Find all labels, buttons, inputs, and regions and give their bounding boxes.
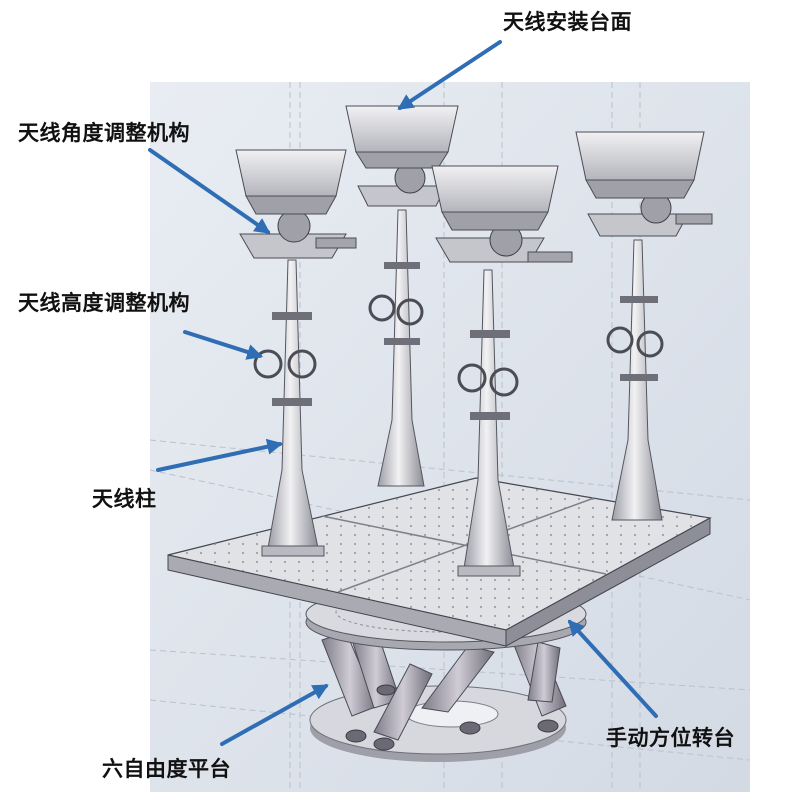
label-antenna-height-adjust: 天线高度调整机构: [18, 291, 190, 315]
antenna-unit-4: [575, 131, 713, 521]
label-antenna-angle-adjust: 天线角度调整机构: [18, 121, 190, 145]
six-dof-platform: [309, 631, 567, 762]
label-antenna-column: 天线柱: [92, 487, 157, 511]
arrow-hexapod: [220, 684, 329, 746]
antenna-unit-3: [431, 165, 573, 577]
arrow-turntable: [567, 619, 658, 718]
label-antenna-mount-surface: 天线安装台面: [503, 10, 632, 34]
arrow-angle-adjust: [148, 148, 271, 234]
antenna-unit-2: [345, 105, 459, 487]
label-six-dof-platform: 六自由度平台: [102, 757, 231, 781]
arrow-mount-surface: [397, 40, 502, 110]
antenna-unit-1: [235, 149, 357, 557]
callout-arrows: [148, 40, 658, 746]
arrow-height-adjust: [183, 330, 264, 360]
arrow-column: [156, 438, 284, 472]
label-manual-turntable: 手动方位转台: [606, 726, 735, 750]
mounting-table: [167, 477, 712, 647]
